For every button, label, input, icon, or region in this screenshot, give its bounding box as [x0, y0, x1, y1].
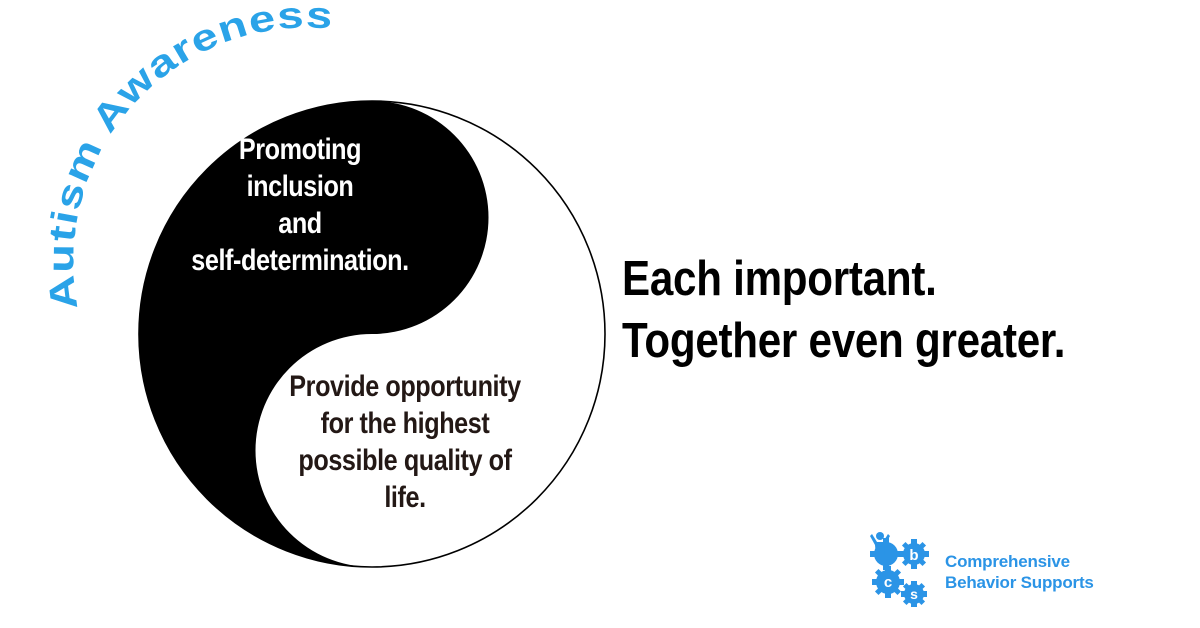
logo-letter-c: c: [884, 574, 892, 591]
opportunity-line-3: possible quality of: [298, 444, 512, 477]
opportunity-statement: Provide opportunity for the highest poss…: [258, 368, 552, 516]
opportunity-line-4: life.: [384, 481, 426, 514]
gear-icon: [872, 566, 904, 598]
person-icon: [870, 532, 890, 556]
company-name-line-2: Behavior Supports: [945, 573, 1094, 592]
logo-letter-b: b: [909, 547, 918, 564]
gear-icon: [899, 539, 929, 569]
opportunity-line-1: Provide opportunity: [289, 370, 521, 403]
cbs-logo: b c s Comprehensive Behavior Supports: [866, 530, 1166, 610]
logo-letter-s: s: [910, 586, 918, 602]
tagline-line-2: Together even greater.: [622, 314, 1066, 368]
inclusion-line-1: Promoting: [238, 133, 362, 166]
yin-black-half: [139, 101, 489, 567]
gear-icon: [901, 581, 927, 607]
inclusion-line-3: and: [278, 207, 322, 240]
tagline-line-1: Each important.: [622, 252, 937, 306]
tagline: Each important. Together even greater.: [622, 248, 1104, 372]
cbs-gear-logo-icon: b c s: [870, 532, 929, 607]
inclusion-line-4: self-determination.: [191, 244, 409, 277]
inclusion-statement: Promoting inclusion and self-determinati…: [157, 131, 443, 279]
opportunity-line-2: for the highest: [320, 407, 490, 440]
inclusion-line-2: inclusion: [246, 170, 354, 203]
company-name-line-1: Comprehensive: [945, 552, 1070, 571]
company-name: Comprehensive Behavior Supports: [945, 551, 1094, 593]
